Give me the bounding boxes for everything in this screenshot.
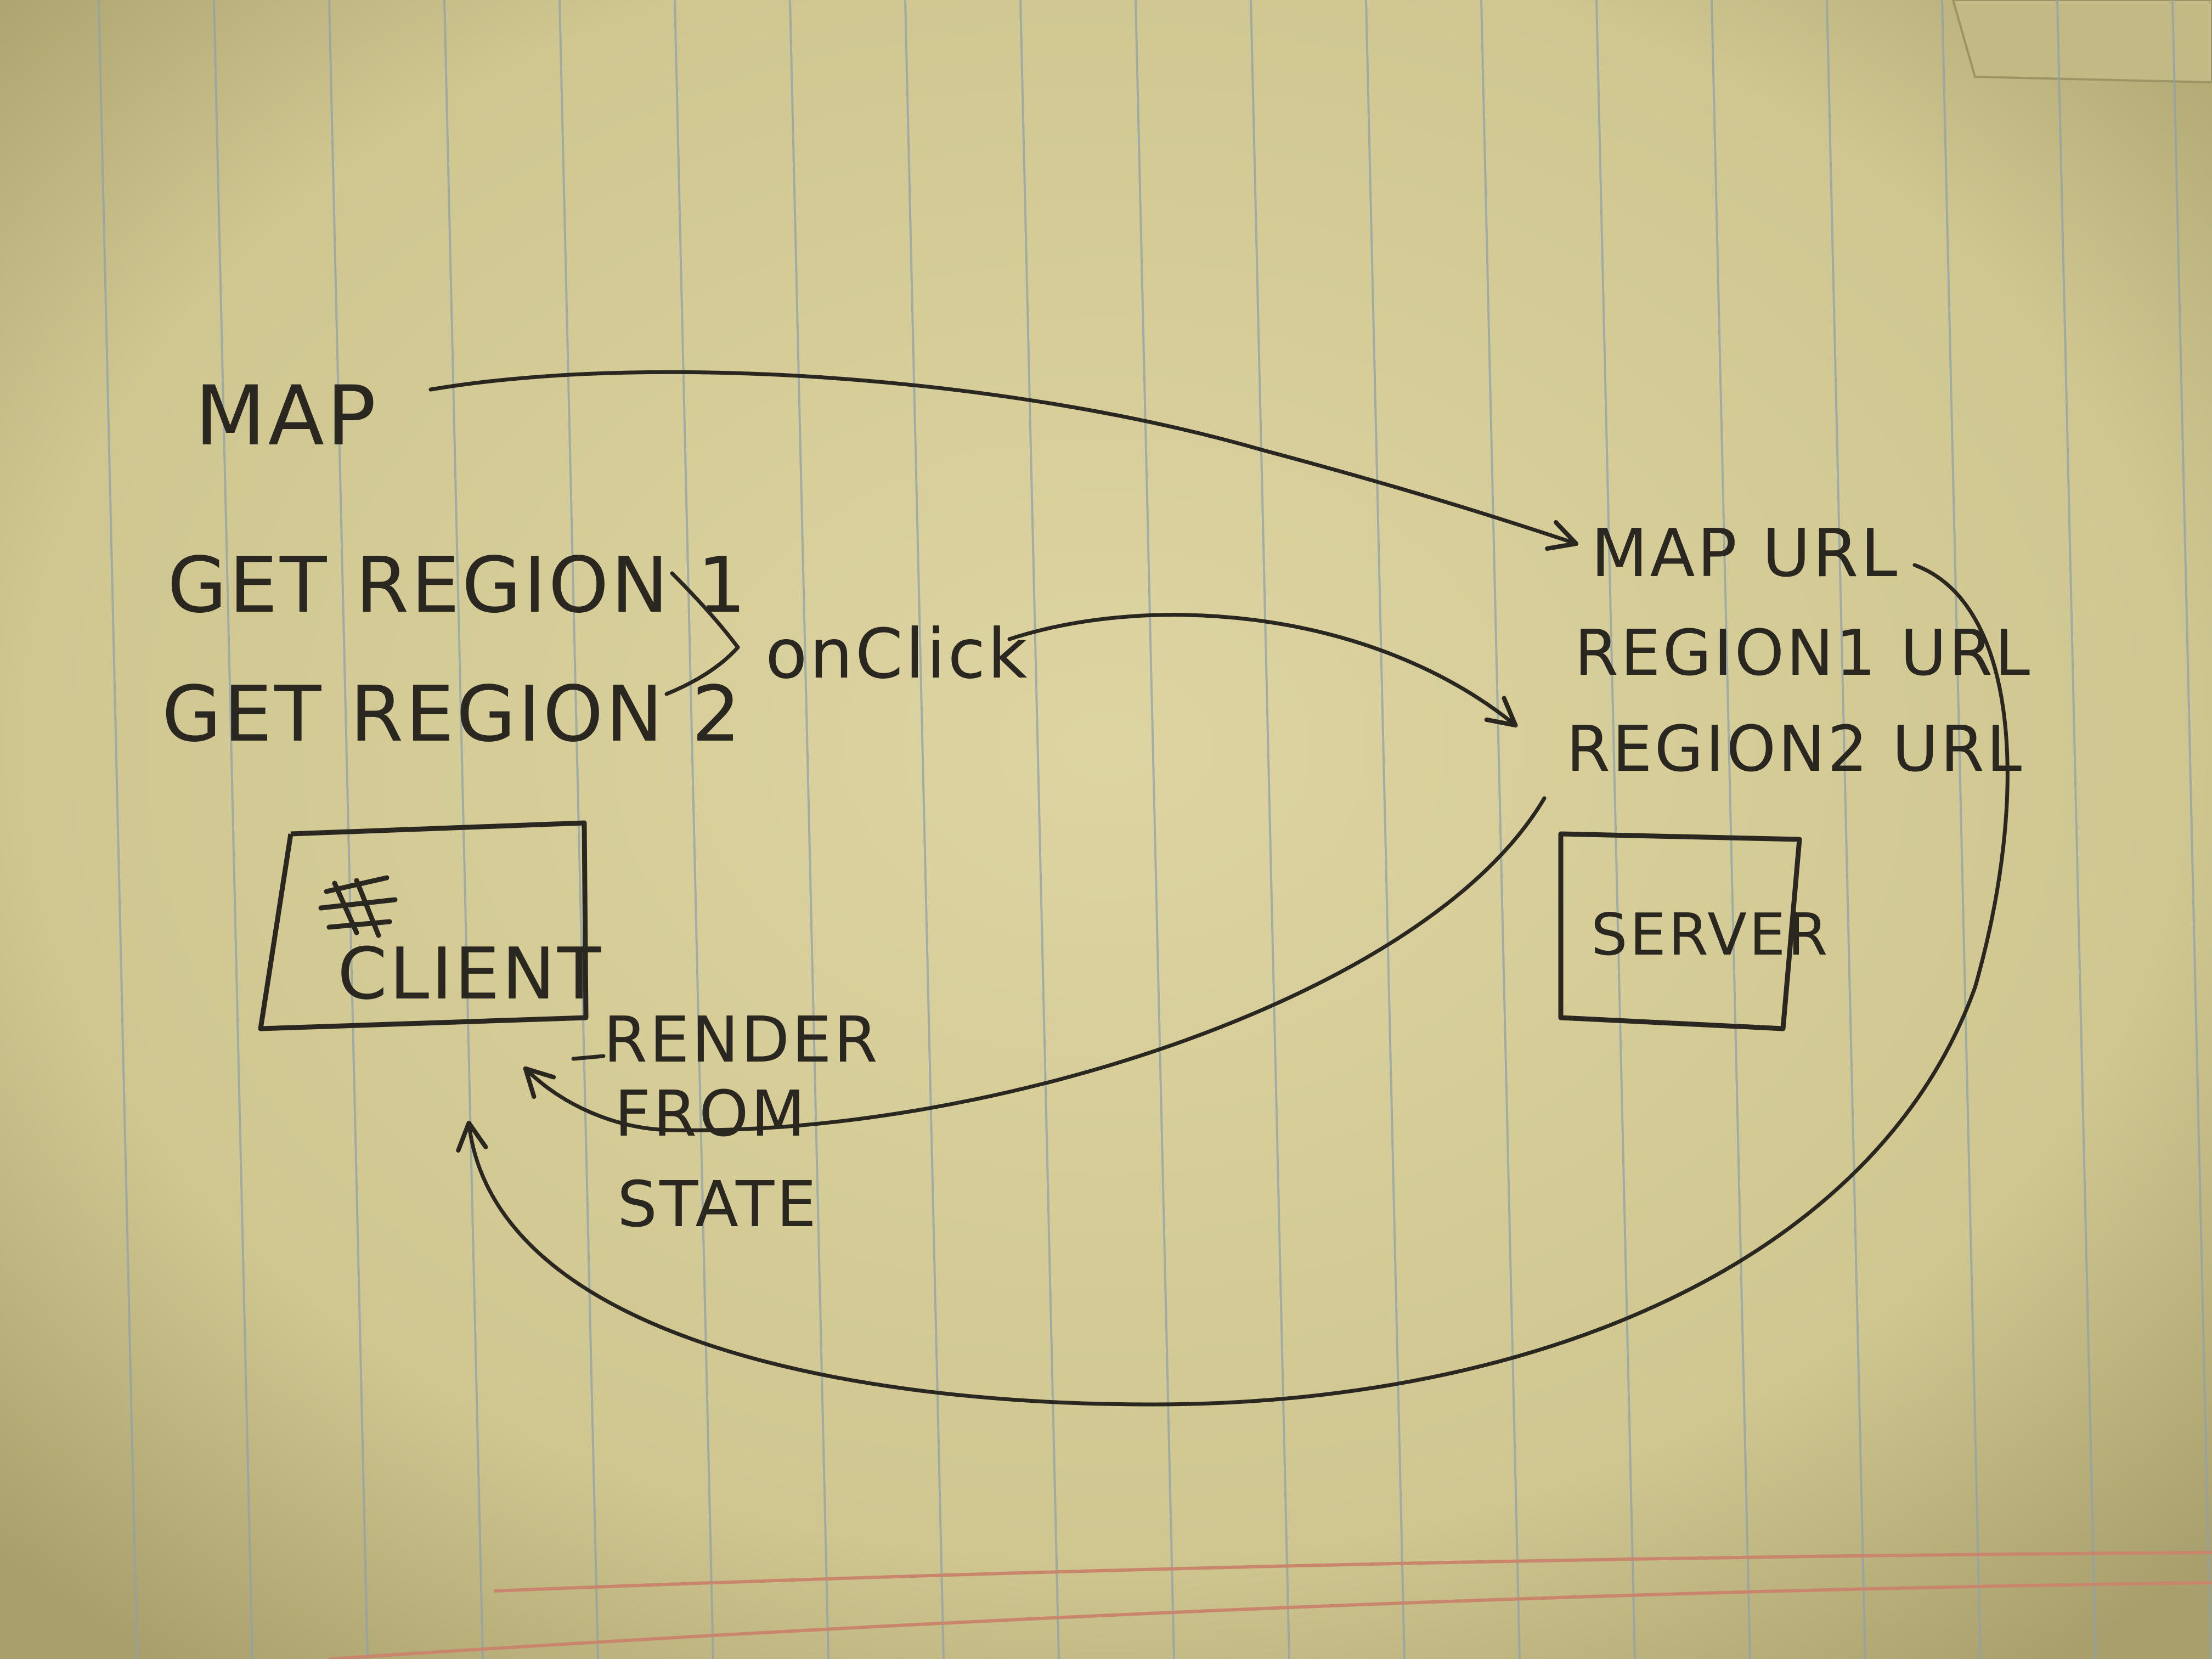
label-region1-url: REGION1 URL bbox=[1575, 617, 2032, 690]
ruled-line bbox=[904, 0, 945, 1659]
arrow-map-to-map-url bbox=[428, 370, 1579, 551]
arrow-map-url-to-client-loop bbox=[456, 563, 2010, 1407]
server-box: SERVER bbox=[1558, 831, 1830, 1031]
ruled-line bbox=[1595, 0, 1636, 1659]
scribble-mark bbox=[318, 875, 398, 938]
margin-line-bottom bbox=[329, 1581, 2212, 1659]
ruled-line bbox=[98, 0, 138, 1659]
arrow-region-urls-to-client bbox=[523, 796, 1547, 1132]
ruled-line bbox=[1019, 0, 1060, 1659]
ruled-line bbox=[674, 0, 714, 1659]
ruled-line bbox=[1480, 0, 1521, 1659]
ruled-line bbox=[1135, 0, 1175, 1659]
ruled-line bbox=[1826, 0, 1866, 1659]
ruled-line bbox=[2171, 0, 2212, 1659]
label-region2-url: REGION2 URL bbox=[1566, 713, 2024, 786]
server-box-outline bbox=[1558, 831, 1802, 1031]
label-map-url: MAP URL bbox=[1591, 516, 1899, 592]
client-label: CLIENT bbox=[337, 932, 603, 1015]
ruled-line bbox=[558, 0, 599, 1659]
label-onclick: onClick bbox=[765, 614, 1030, 694]
sheet-edge bbox=[1951, 0, 2212, 84]
ruled-line bbox=[789, 0, 830, 1659]
ruled-line bbox=[1941, 0, 1982, 1659]
render-short-stroke bbox=[571, 1054, 606, 1061]
label-from: FROM bbox=[614, 1077, 808, 1151]
arrow-onclick-to-region-urls bbox=[1007, 613, 1518, 728]
client-box-outline bbox=[258, 820, 589, 1031]
server-label: SERVER bbox=[1591, 901, 1830, 968]
label-get-region-2: GET REGION 2 bbox=[162, 670, 743, 759]
label-get-region-1: GET REGION 1 bbox=[167, 541, 748, 630]
client-box: CLIENT bbox=[258, 820, 603, 1031]
label-state: STATE bbox=[617, 1168, 819, 1242]
brace-chevron bbox=[664, 571, 740, 696]
label-map: MAP bbox=[195, 369, 379, 464]
margin-line-top bbox=[493, 1551, 2212, 1593]
ruled-line bbox=[213, 0, 253, 1659]
ruled-line bbox=[1250, 0, 1290, 1659]
ruled-line bbox=[2056, 0, 2097, 1659]
label-render: RENDER bbox=[603, 1003, 880, 1077]
ruled-line bbox=[1711, 0, 1751, 1659]
